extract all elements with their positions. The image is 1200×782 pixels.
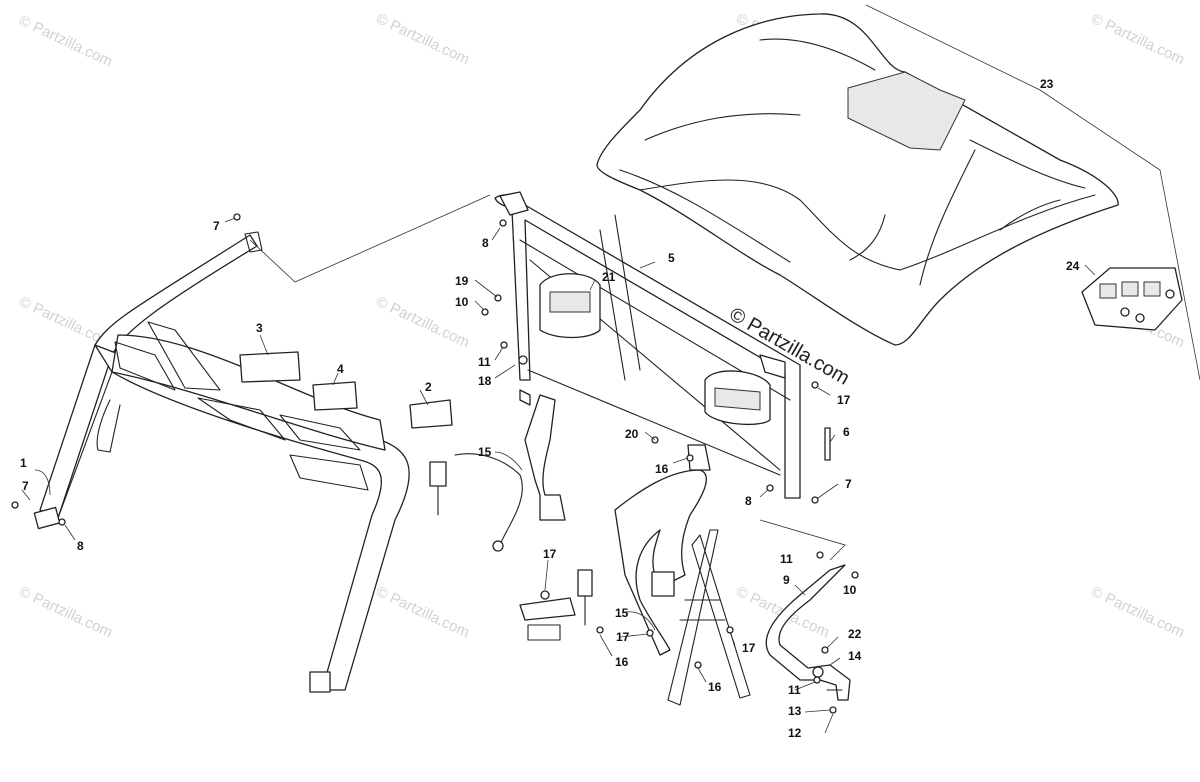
- callout-16: 16: [615, 655, 629, 669]
- seat-belt-part-15-right: [577, 444, 711, 656]
- callout-10: 10: [843, 583, 857, 597]
- decal-part-2: [409, 399, 453, 429]
- callout-7: 7: [213, 219, 220, 233]
- callout-11: 11: [478, 355, 491, 369]
- watermark: © Partzilla.com: [1088, 583, 1187, 641]
- leader-lines: [21, 4, 1200, 734]
- callout-21: 21: [602, 270, 616, 284]
- callout-24: 24: [1066, 259, 1080, 273]
- callout-1: 1: [20, 456, 27, 470]
- callout-15: 15: [478, 445, 492, 459]
- callout-11: 11: [780, 552, 793, 566]
- watermark: © Partzilla.com: [16, 12, 115, 70]
- watermark: © Partzilla.com: [373, 10, 472, 68]
- callout-7: 7: [845, 477, 852, 491]
- callout-4: 4: [337, 362, 344, 376]
- front-roll-cage-part-1: [33, 231, 410, 693]
- plate-part-6: [824, 427, 831, 461]
- watermark: © Partzilla.com: [373, 583, 472, 641]
- roof-part-23: [596, 13, 1119, 346]
- callout-22: 22: [848, 627, 862, 641]
- callout-8: 8: [482, 236, 489, 250]
- bar-part-9: [765, 564, 851, 701]
- watermark: © Partzilla.com: [1088, 10, 1187, 68]
- callout-7: 7: [22, 479, 29, 493]
- bracket-part-24: [1081, 267, 1183, 331]
- callout-6: 6: [843, 425, 850, 439]
- callout-23: 23: [1040, 77, 1054, 91]
- callout-16: 16: [708, 680, 722, 694]
- decals: [239, 351, 453, 429]
- callout-10: 10: [455, 295, 469, 309]
- decal-part-4: [312, 381, 358, 411]
- callout-3: 3: [256, 321, 263, 335]
- callouts: 23 24 5 21 7 8 19 10 3 4 2 11 18 17 20 6…: [20, 77, 1080, 740]
- fasteners: [11, 213, 859, 714]
- decal-part-3: [239, 351, 301, 383]
- callout-8: 8: [77, 539, 84, 553]
- seat-belt-part-15-left: [429, 389, 566, 552]
- callout-17: 17: [543, 547, 557, 561]
- callout-17: 17: [742, 641, 756, 655]
- callout-18: 18: [478, 374, 492, 388]
- callout-19: 19: [455, 274, 469, 288]
- watermarks: © Partzilla.com © Partzilla.com © Partzi…: [16, 10, 1187, 641]
- callout-12: 12: [788, 726, 802, 740]
- bracket-part-17: [519, 590, 576, 641]
- callout-2: 2: [425, 380, 432, 394]
- callout-20: 20: [625, 427, 639, 441]
- callout-8: 8: [745, 494, 752, 508]
- grab-handle-part-21: [539, 273, 771, 426]
- callout-11: 11: [788, 683, 801, 697]
- callout-17: 17: [616, 630, 630, 644]
- watermark: © Partzilla.com: [16, 583, 115, 641]
- callout-16: 16: [655, 462, 669, 476]
- callout-5: 5: [668, 251, 675, 265]
- callout-13: 13: [788, 704, 802, 718]
- callout-9: 9: [783, 573, 790, 587]
- callout-14: 14: [848, 649, 862, 663]
- callout-15: 15: [615, 606, 629, 620]
- callout-17: 17: [837, 393, 851, 407]
